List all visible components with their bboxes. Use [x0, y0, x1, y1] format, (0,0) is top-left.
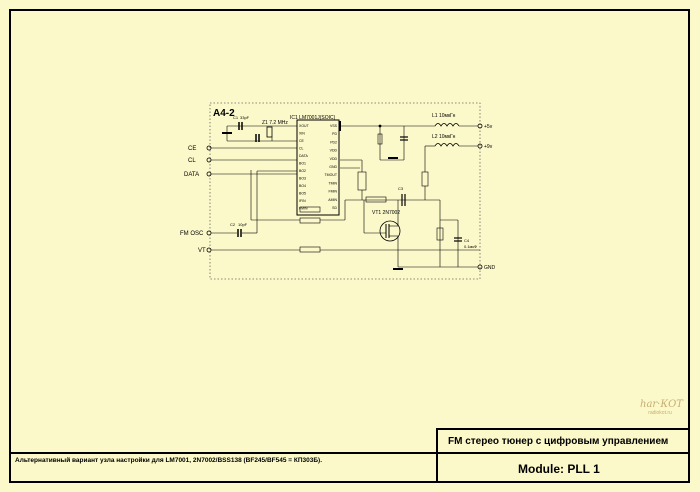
z1-label: Z1 7.2 MHz: [262, 120, 288, 126]
ic1-pin-label: TMIN: [328, 181, 337, 185]
module-label: A4-2: [213, 108, 235, 119]
description-text: Альтернативный вариант узла настройки дл…: [15, 457, 323, 464]
ic1-pin-label: BO4: [299, 184, 306, 188]
c2-label: C2: [230, 222, 236, 227]
resistor-r7: [436, 227, 444, 241]
c2-value: 10pF: [238, 222, 248, 227]
c3-label: C3: [398, 186, 404, 191]
ic1-label: IC1 LM7001J(SOIC): [290, 115, 336, 121]
vt-terminal: [206, 247, 212, 253]
resistor-r1: [299, 206, 321, 213]
ic1-pin-label: FMIN: [299, 207, 308, 211]
resistor-r4: [357, 171, 367, 191]
ic1-pin-label: SD: [332, 206, 337, 210]
fm-osc-terminal: [206, 230, 212, 236]
plus9v-label: +9v: [484, 144, 493, 150]
c1-label: C1: [233, 115, 239, 120]
title-block-middle-border: [9, 452, 690, 454]
ic1-pin-label: VDD: [330, 157, 338, 161]
title-text: FM стерео тюнер с цифровым управлением: [448, 436, 669, 447]
gnd-terminal: [477, 264, 483, 270]
radiokot-logo: har·КОТ radiokot.ru: [640, 399, 683, 417]
drawing-sheet: [9, 9, 690, 483]
ic1-pin-label: GND: [329, 165, 337, 169]
ic1-pin-label: CE: [299, 139, 305, 143]
module-name: Module: PLL 1: [518, 462, 600, 476]
title-block-top-border: [436, 428, 690, 430]
gnd-label: GND: [484, 265, 496, 271]
ic1-pin-label: VDD: [330, 149, 338, 153]
resistor-r2: [299, 217, 321, 224]
logo-line2: radiokot.ru: [648, 410, 672, 416]
data-label: DATA: [184, 172, 199, 178]
logo-line1: har·КОТ: [640, 399, 683, 410]
l2-label: L2 10мкГн: [432, 134, 456, 140]
vt1-label: VT1 2N7002: [372, 210, 400, 216]
c4-value: 0.1мкФ: [464, 244, 477, 249]
plus9v-terminal: [477, 143, 483, 149]
ic1-pin-label: IFIN: [299, 199, 306, 203]
ic1-pin-label: BO1: [299, 162, 306, 166]
ic1-pin-label: BO5: [299, 192, 306, 196]
module-outline: [209, 102, 481, 280]
ic1-pin-label: PD2: [330, 140, 337, 144]
title-block-left-border: [436, 428, 438, 483]
ic1-pin-label: VSS: [330, 124, 338, 128]
c1-value: 33pF: [240, 115, 250, 120]
capacitor-c5: [377, 133, 383, 145]
ic1-pin-label: BO2: [299, 169, 306, 173]
ic1-pin-label: TMOUT: [325, 173, 338, 177]
ic1-pin-label: AMIN: [328, 198, 337, 202]
ic1-pin-label: CL: [299, 147, 304, 151]
cl-terminal: [206, 157, 212, 163]
crystal-z1: [266, 126, 273, 138]
plus5v-label: +5v: [484, 124, 493, 130]
ic1-pin-label: DATA: [299, 154, 308, 158]
cl-label: CL: [188, 158, 196, 164]
plus5v-terminal: [477, 123, 483, 129]
data-terminal: [206, 171, 212, 177]
l1-label: L1 10мкГн: [432, 113, 456, 119]
vt-label: VT: [198, 248, 206, 254]
fm-osc-label: FM OSC: [180, 231, 204, 237]
inductor-l1: [434, 123, 460, 127]
ic1-body: [296, 119, 340, 216]
ce-label: CE: [188, 146, 196, 152]
resistor-r3: [299, 246, 321, 253]
c4-label: C4: [464, 238, 470, 243]
inductor-l2: [434, 143, 460, 147]
ic1-pin-label: FMIN: [328, 190, 337, 194]
resistor-r5: [421, 171, 429, 187]
transistor-vt1: [379, 220, 401, 242]
ic1-pin-label: XOUT: [299, 124, 310, 128]
resistor-r6: [365, 196, 387, 203]
ic1-pin-label: BO3: [299, 177, 306, 181]
ic1-pin-label: PD: [332, 132, 337, 136]
ic1-pin-label: XIN: [299, 132, 305, 136]
